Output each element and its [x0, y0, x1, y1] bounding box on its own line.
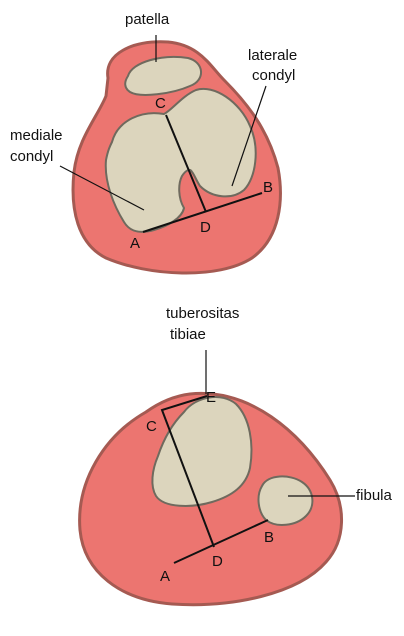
fibula-label: fibula	[356, 487, 393, 504]
tibia-point-e: E	[206, 389, 216, 406]
tuberosity-label-line1: tuberositas	[166, 305, 239, 322]
lateral-condyle-label-line1: laterale	[248, 47, 297, 64]
tibia-point-d: D	[212, 553, 223, 570]
femur-point-c: C	[155, 95, 166, 112]
medial-condyle-label-line1: mediale	[10, 127, 63, 144]
tibia-point-b: B	[264, 529, 274, 546]
tibia-point-a: A	[160, 568, 170, 585]
lateral-condyle-label-line2: condyl	[252, 67, 295, 84]
femur-point-b: B	[263, 179, 273, 196]
medial-condyle-label-line2: condyl	[10, 148, 53, 165]
patella-label: patella	[125, 11, 170, 28]
femur-section: patella laterale condyl mediale condyl A…	[10, 11, 297, 273]
tuberosity-label-line2: tibiae	[170, 326, 206, 343]
femur-point-d: D	[200, 219, 211, 236]
femur-point-a: A	[130, 235, 140, 252]
tibia-section: tuberositas tibiae fibula E C B D A	[80, 305, 393, 605]
tibia-point-c: C	[146, 418, 157, 435]
fibula-bone	[259, 476, 313, 525]
